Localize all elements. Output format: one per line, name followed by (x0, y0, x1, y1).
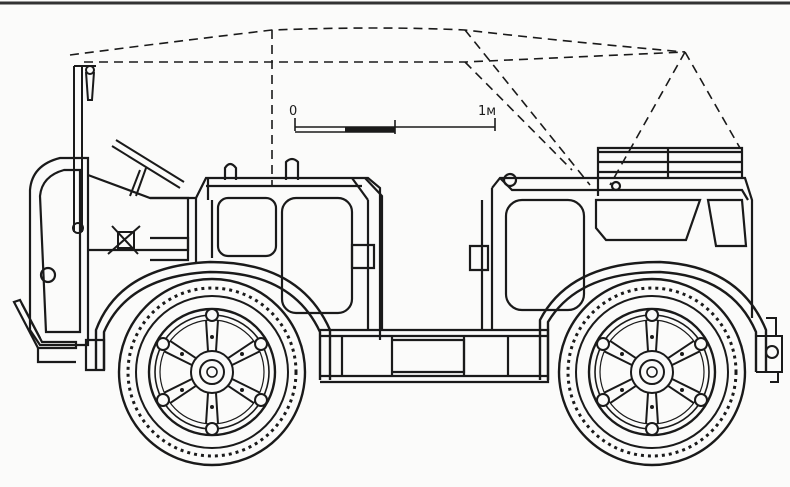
steering-wheel (111, 139, 185, 197)
front-bumper (12, 298, 78, 364)
fenders (94, 260, 768, 380)
vehicle-body (150, 146, 754, 340)
scale-bar: 0 1м (289, 104, 496, 134)
scale-end-label: 1м (478, 104, 496, 119)
rear-tow-hook (756, 317, 783, 383)
chassis-sill (84, 328, 550, 384)
windscreen-frame (72, 65, 96, 234)
front-wheel (117, 277, 307, 467)
rear-wheel (557, 277, 747, 467)
tool-mount (107, 225, 141, 255)
scale-start-label: 0 (289, 104, 297, 119)
radiator-grille (28, 156, 190, 347)
